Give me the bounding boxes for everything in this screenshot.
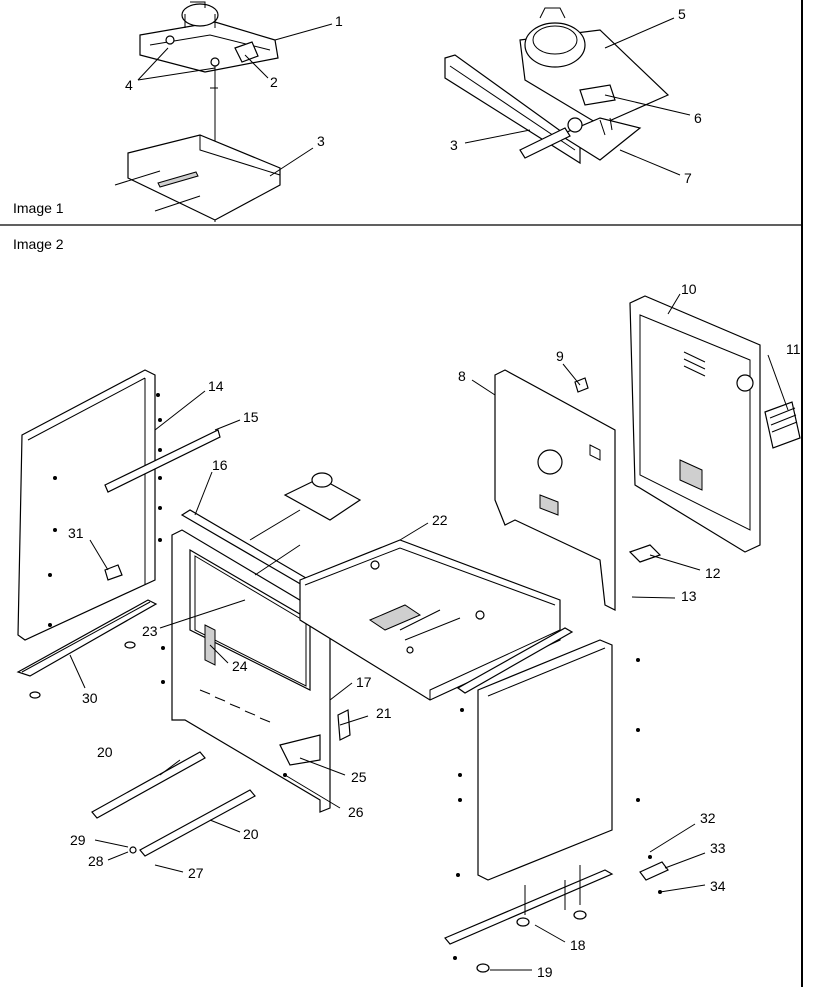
- callout-17: 17: [356, 674, 372, 690]
- left-leg-1: [29, 691, 41, 699]
- oven-opening: [189, 548, 311, 691]
- left-leg-2: [124, 641, 136, 649]
- callout-18: 18: [570, 937, 586, 953]
- vent-slots: [199, 689, 271, 723]
- callout-33: 33: [710, 840, 726, 856]
- callout-5: 5: [678, 6, 686, 22]
- clock-assembly-left: [114, 1, 281, 222]
- latch-bracket: [104, 564, 123, 581]
- callout-30: 30: [82, 690, 98, 706]
- callout-21: 21: [376, 705, 392, 721]
- callout-26: 26: [348, 804, 364, 820]
- clock-assembly-right: [444, 7, 670, 165]
- side-trim-strip: [104, 429, 221, 493]
- callout-9: 9: [556, 348, 564, 364]
- rear-group: [494, 295, 801, 611]
- callout-14: 14: [208, 378, 224, 394]
- left-side-panel-group: [16, 369, 221, 699]
- callout-16: 16: [212, 457, 228, 473]
- callout-23: 23: [142, 623, 158, 639]
- drawer-rails-group: [91, 751, 256, 857]
- callout-6: 6: [694, 110, 702, 126]
- center-clock: [283, 477, 362, 521]
- callout-15: 15: [243, 409, 259, 425]
- oven-bottom-group: [249, 472, 561, 701]
- callouts: 1 2 3 4 5 6 3 7 10 11 9 8 14 15 16 22 31…: [68, 6, 801, 980]
- screw-left-1: [165, 35, 175, 45]
- callout-4: 4: [125, 77, 133, 93]
- leveling-leg-bracket: [639, 861, 669, 881]
- door-hinge-bracket: [337, 709, 351, 741]
- callout-7: 7: [684, 170, 692, 186]
- screw-left-2: [210, 57, 220, 67]
- left-side-panel: [17, 369, 156, 641]
- callout-20: 20: [97, 744, 113, 760]
- back-wall: [494, 369, 616, 611]
- drawer-rail-upper: [91, 751, 206, 819]
- callout-3: 3: [317, 133, 325, 149]
- control-panel-right: [444, 54, 581, 165]
- right-side-panel: [477, 639, 613, 881]
- callout-29: 29: [70, 832, 86, 848]
- callout-28: 28: [88, 853, 104, 869]
- callout-34: 34: [710, 878, 726, 894]
- clock-clip-left: [234, 41, 259, 63]
- leader-lines: [69, 17, 789, 971]
- callout-1: 1: [335, 13, 343, 29]
- right-panel-holes: [453, 658, 640, 960]
- callout-13: 13: [681, 588, 697, 604]
- right-top-trim: [456, 627, 574, 694]
- callout-31: 31: [68, 525, 84, 541]
- panel-label-image-2: Image 2: [13, 236, 64, 252]
- right-side-panel-group: [444, 627, 669, 973]
- right-kick-trim: [444, 869, 614, 945]
- callout-22: 22: [432, 512, 448, 528]
- callout-19: 19: [537, 964, 553, 980]
- callout-8: 8: [458, 368, 466, 384]
- right-leg-1: [516, 917, 530, 927]
- rear-cover: [629, 295, 761, 553]
- right-leg-2: [573, 910, 587, 920]
- callout-20b: 20: [243, 826, 259, 842]
- panel-label-image-1: Image 1: [13, 200, 64, 216]
- callout-11: 11: [786, 341, 801, 357]
- front-frame-group: [161, 509, 351, 813]
- shaft-right: [519, 127, 571, 159]
- callout-32: 32: [700, 810, 716, 826]
- callout-10: 10: [681, 281, 697, 297]
- callout-12: 12: [705, 565, 721, 581]
- clock-clip-right: [579, 84, 616, 106]
- leveling-leg: [476, 963, 490, 973]
- rear-cover-louvers: [683, 351, 706, 377]
- rating-plate: [764, 401, 801, 449]
- side-kick-trim: [16, 599, 158, 677]
- callout-2: 2: [270, 74, 278, 90]
- callout-25: 25: [351, 769, 367, 785]
- callout-3b: 3: [450, 137, 458, 153]
- clock-motor-left: [181, 3, 219, 27]
- back-wall-fan: [537, 449, 563, 475]
- terminal-block: [628, 544, 662, 563]
- left-panel-holes: [48, 393, 162, 627]
- callout-27: 27: [188, 865, 204, 881]
- drawer-rail-lower: [139, 789, 256, 857]
- mounting-panel-left: [127, 134, 281, 221]
- bottom-frame-plate: [279, 734, 321, 766]
- clock-motor-right: [524, 22, 586, 68]
- callout-24: 24: [232, 658, 248, 674]
- wire-clip: [574, 377, 589, 393]
